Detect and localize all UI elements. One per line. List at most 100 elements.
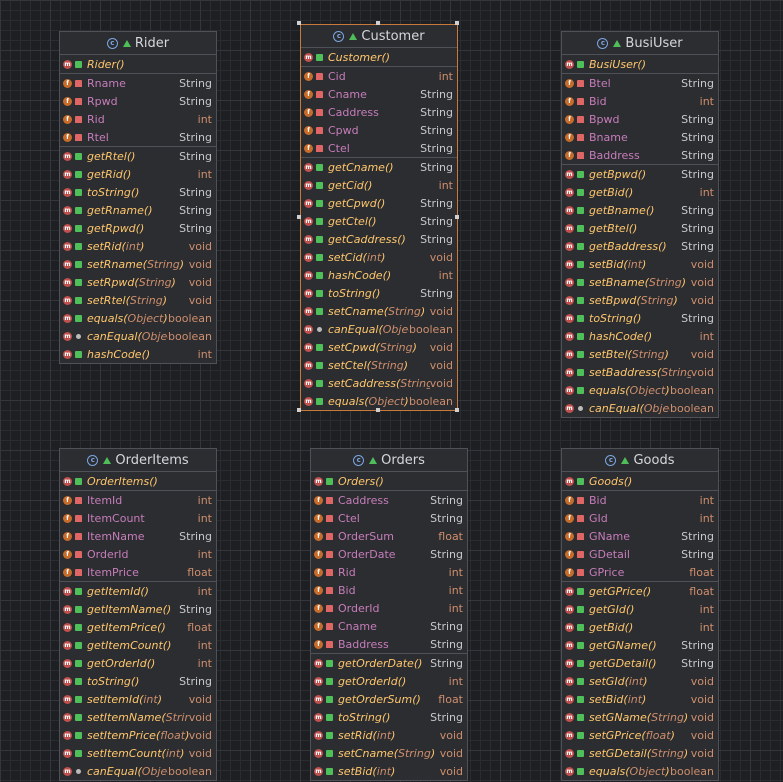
selection-resize-handle[interactable] [455,214,459,219]
selection-resize-handle[interactable] [455,408,459,412]
selection-resize-handle[interactable] [376,408,380,412]
selection-resize-handle[interactable] [455,21,459,25]
selection-resize-handle[interactable] [297,214,301,219]
selection-resize-handle[interactable] [297,21,301,25]
selection-resize-handle[interactable] [376,21,380,25]
